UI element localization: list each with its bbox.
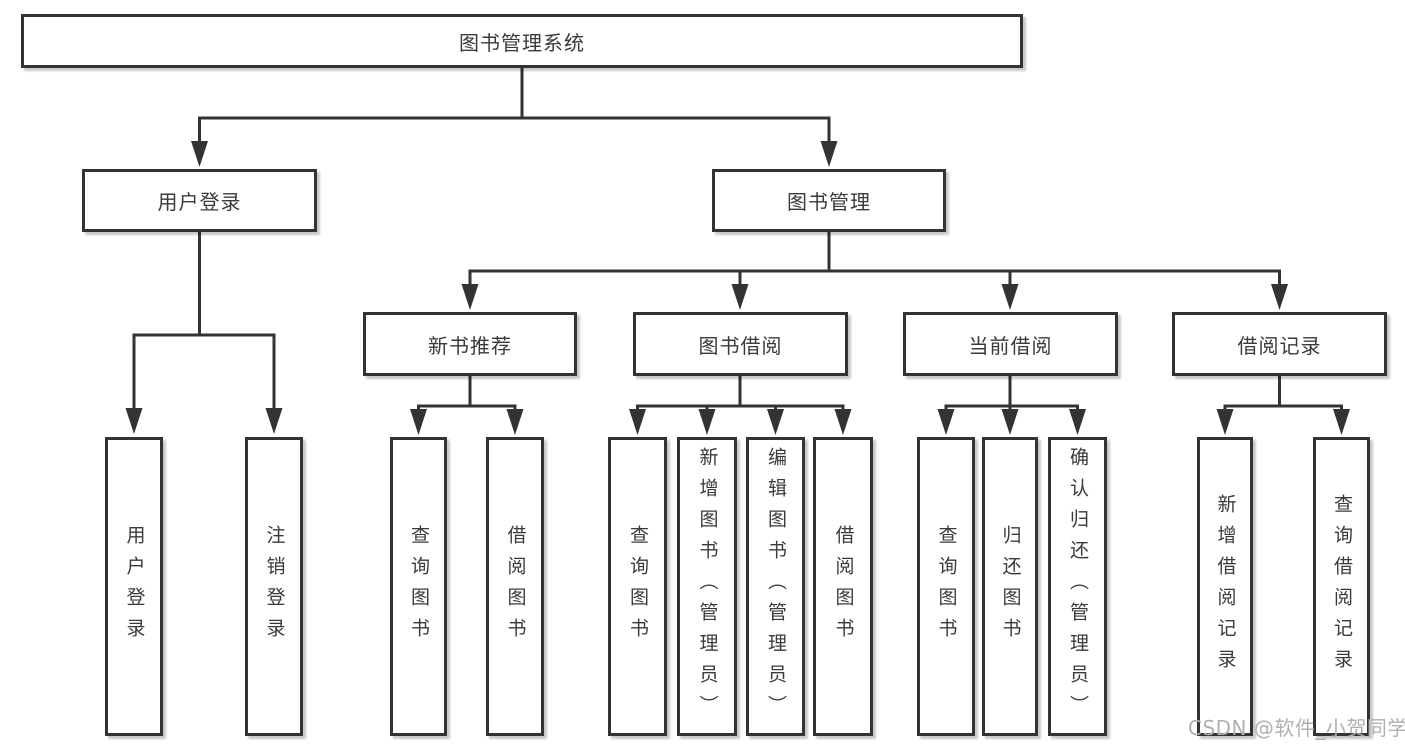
leaf-label: 查询图书: [627, 524, 649, 649]
leaf-user-login: 用户登录: [105, 437, 163, 736]
node-label: 图书借阅: [698, 333, 783, 358]
node-borrowing-records: 借阅记录: [1172, 312, 1387, 376]
leaf-label: 注销登录: [263, 524, 286, 649]
leaf-label: 编辑图书（管理员）: [765, 447, 787, 726]
leaf-query-books-current: 查询图书: [917, 437, 975, 736]
connector-borrowing-records: [1223, 375, 1343, 410]
connector-root-to-level2: [198, 66, 831, 142]
leaf-logout-login: 注销登录: [245, 437, 303, 736]
arrowheads: [125, 141, 1350, 435]
leaf-label: 用户登录: [123, 524, 146, 649]
connector-user-login-to-leaves: [132, 231, 276, 409]
connector-book-management-to-level3: [468, 231, 1281, 285]
leaf-label: 确认归还（管理员）: [1067, 447, 1089, 726]
connector-current-borrowing: [944, 375, 1079, 410]
node-label: 新书推荐: [428, 333, 512, 358]
leaf-borrow-books-recommend: 借阅图书: [486, 437, 544, 736]
leaf-query-books-borrowing: 查询图书: [608, 437, 667, 736]
csdn-watermark: CSDN @软件_小贺同学: [1188, 716, 1405, 740]
leaf-borrow-books-borrowing: 借阅图书: [813, 437, 873, 736]
node-label: 图书管理系统: [459, 30, 585, 55]
leaf-label: 借阅图书: [504, 524, 527, 649]
leaf-add-borrow-record: 新增借阅记录: [1197, 437, 1253, 736]
leaf-label: 新增图书（管理员）: [696, 447, 719, 726]
leaf-label: 查询借阅记录: [1331, 493, 1353, 680]
leaf-label: 查询图书: [408, 524, 430, 649]
node-label: 图书管理: [787, 190, 871, 214]
node-library-management-system: 图书管理系统: [21, 14, 1023, 68]
leaf-confirm-return-admin: 确认归还（管理员）: [1048, 437, 1107, 736]
leaf-label: 查询图书: [935, 524, 958, 649]
leaf-return-books: 归还图书: [982, 437, 1038, 736]
leaf-label: 新增借阅记录: [1214, 493, 1237, 680]
node-current-borrowing: 当前借阅: [903, 312, 1118, 376]
connector-book-borrowing: [636, 375, 845, 410]
node-label: 当前借阅: [968, 333, 1053, 358]
leaf-query-books-recommend: 查询图书: [390, 437, 447, 736]
node-label: 借阅记录: [1237, 333, 1322, 358]
leaf-add-books-admin: 新增图书（管理员）: [677, 437, 737, 736]
connector-new-book-recommendation: [417, 375, 517, 410]
leaf-label: 借阅图书: [832, 524, 855, 649]
node-book-management: 图书管理: [712, 169, 946, 232]
node-label: 用户登录: [157, 190, 242, 214]
node-new-book-recommendation: 新书推荐: [363, 312, 577, 376]
leaf-query-borrow-record: 查询借阅记录: [1313, 437, 1370, 736]
node-book-borrowing: 图书借阅: [633, 312, 848, 376]
node-user-login: 用户登录: [82, 169, 317, 232]
leaf-edit-books-admin: 编辑图书（管理员）: [746, 437, 805, 736]
leaf-label: 归还图书: [999, 524, 1022, 649]
